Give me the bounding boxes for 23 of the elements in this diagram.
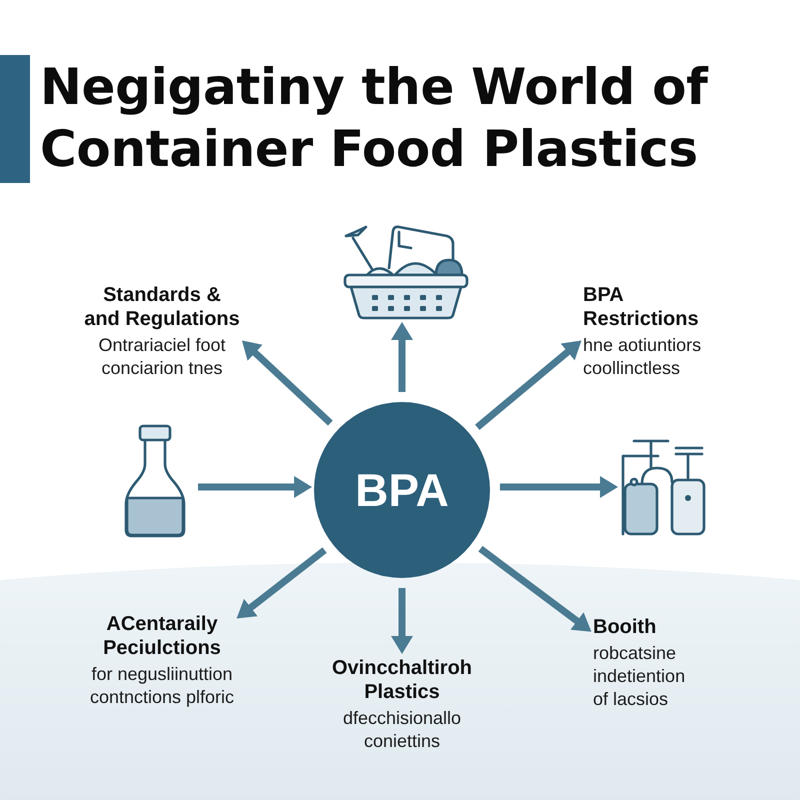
arrow	[478, 546, 592, 632]
jars-icon	[620, 438, 706, 536]
arrow	[475, 340, 582, 430]
description: Ontrariaciel foot conciarion tnes	[98, 334, 226, 380]
bottle-icon	[122, 424, 188, 538]
title: Negigatiny the World of Container Food Plastics	[40, 57, 710, 180]
hub-circle: BPA	[314, 402, 490, 578]
heading: BPA Restrictions	[583, 283, 700, 331]
heading: Ovincchaltiroh Plastics	[331, 656, 473, 704]
description: dfecchisionallo coniettins	[342, 707, 462, 753]
basket-icon	[343, 224, 469, 320]
arrow	[242, 340, 333, 426]
description: hne aotiuntiors coollinctless	[583, 334, 702, 380]
arrow	[198, 476, 312, 498]
arrow	[236, 547, 327, 619]
description: for negusliinuttion contnctions plforic	[89, 663, 235, 709]
arrow	[391, 588, 413, 654]
arrow	[391, 322, 413, 392]
description: robcatsine indetiention of lacsios	[593, 642, 686, 711]
heading: Booith	[593, 615, 658, 639]
heading: ACentaraily Peciulctions	[102, 612, 222, 660]
heading: Standards & and Regulations	[84, 283, 240, 331]
arrow	[500, 476, 618, 498]
